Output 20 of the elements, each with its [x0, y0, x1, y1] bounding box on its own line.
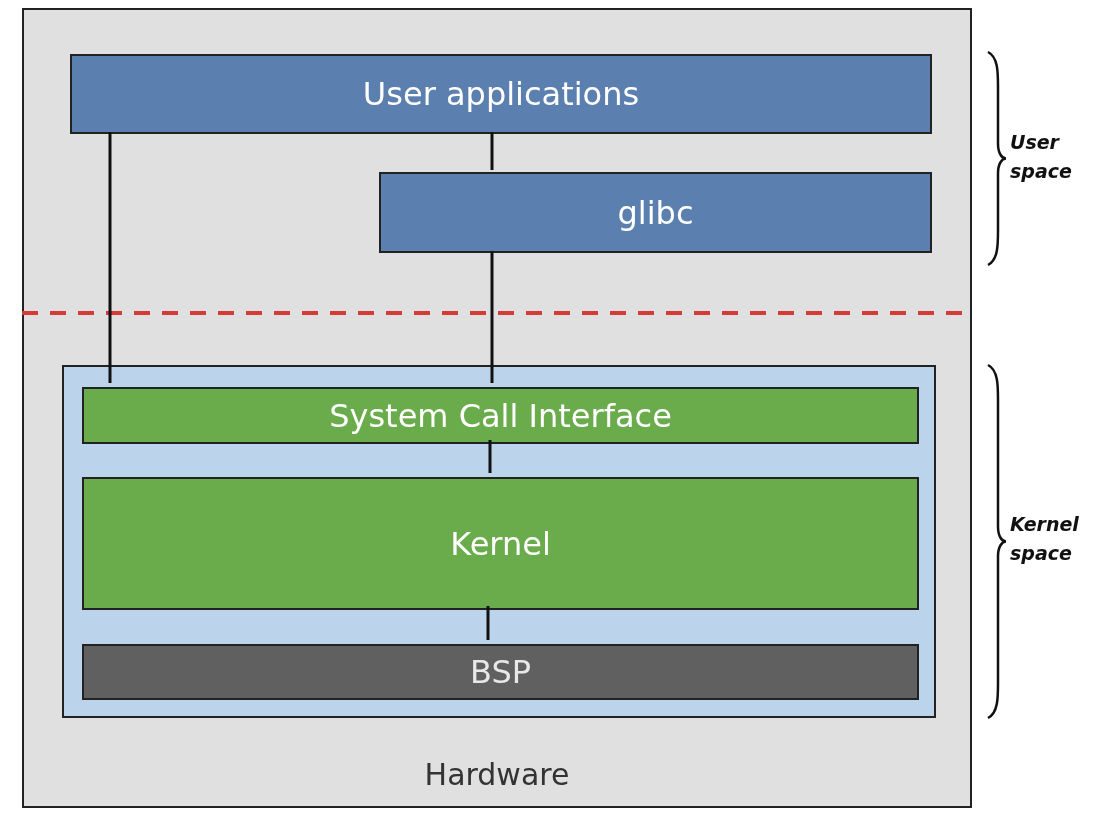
- layer-label: glibc: [617, 193, 694, 232]
- layer-label: Kernel: [450, 524, 551, 563]
- layer-box: [82, 644, 919, 700]
- connector-line: [490, 251, 494, 383]
- hardware-box: [22, 8, 972, 808]
- layer-box: [82, 477, 919, 610]
- region-label: User space: [1010, 130, 1073, 184]
- layer-label: Hardware: [424, 757, 570, 792]
- kernel-space-panel: [62, 365, 936, 718]
- connector-line: [486, 606, 490, 640]
- layer-label: System Call Interface: [329, 396, 672, 435]
- connector-line: [488, 440, 492, 473]
- layer-box: [379, 172, 932, 253]
- layer-label: User applications: [362, 75, 640, 113]
- layer-box: [82, 387, 919, 444]
- connector-line: [108, 132, 112, 383]
- connector-line: [490, 132, 494, 170]
- layer-box: [70, 54, 932, 134]
- region-label: Kernel space: [1010, 512, 1080, 566]
- layer-label: BSP: [470, 653, 531, 691]
